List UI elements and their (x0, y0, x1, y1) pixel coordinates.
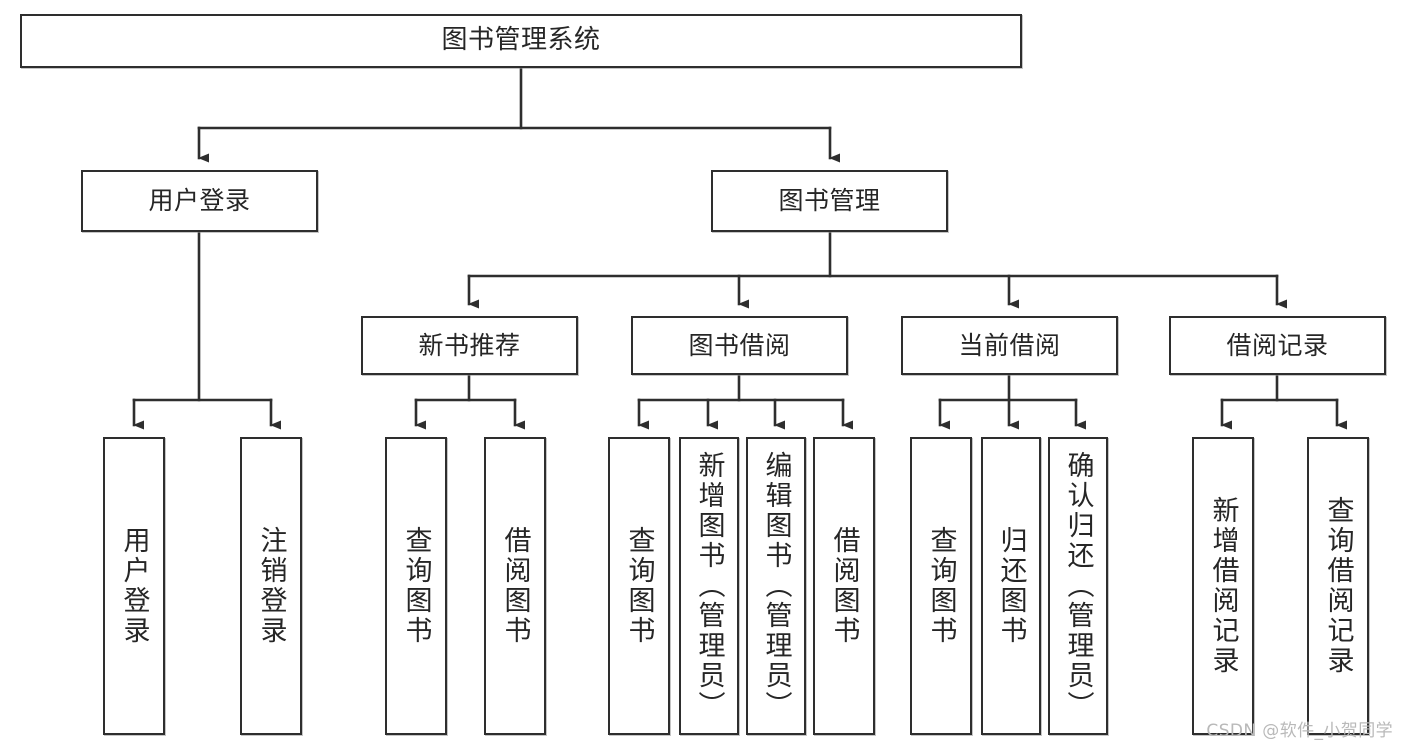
node-current-borrow[interactable]: 当前借阅 (901, 316, 1118, 375)
node-label: 图书管理系统 (441, 25, 601, 56)
node-label: 借阅记录 (1226, 330, 1329, 360)
node-label: 编辑图书（管理员） (760, 451, 792, 721)
node-label: 借阅图书 (499, 526, 531, 646)
leaf-current-borrow-return[interactable]: 归还图书 (981, 437, 1041, 735)
leaf-book-borrow-edit[interactable]: 编辑图书（管理员） (746, 437, 806, 735)
node-root-system[interactable]: 图书管理系统 (20, 14, 1022, 68)
node-label: 查询图书 (623, 526, 655, 646)
node-label: 借阅图书 (828, 526, 860, 646)
node-new-book-recommend[interactable]: 新书推荐 (361, 316, 578, 375)
node-label: 用户登录 (118, 526, 150, 646)
node-label: 当前借阅 (958, 330, 1061, 360)
node-borrow-record[interactable]: 借阅记录 (1169, 316, 1386, 375)
node-user-login[interactable]: 用户登录 (81, 170, 318, 232)
leaf-book-borrow-query[interactable]: 查询图书 (608, 437, 670, 735)
leaf-current-borrow-query[interactable]: 查询图书 (910, 437, 972, 735)
node-label: 新增图书（管理员） (693, 451, 725, 721)
leaf-current-borrow-confirm[interactable]: 确认归还（管理员） (1048, 437, 1108, 735)
csdn-watermark: CSDN @软件_小贺同学 (1206, 721, 1393, 741)
node-label: 注销登录 (255, 526, 287, 646)
leaf-new-book-borrow[interactable]: 借阅图书 (484, 437, 546, 735)
leaf-borrow-record-query[interactable]: 查询借阅记录 (1307, 437, 1369, 735)
node-book-borrow[interactable]: 图书借阅 (631, 316, 848, 375)
node-label: 查询图书 (400, 526, 432, 646)
leaf-borrow-record-add[interactable]: 新增借阅记录 (1192, 437, 1254, 735)
node-label: 图书借阅 (688, 330, 791, 360)
node-label: 归还图书 (995, 526, 1027, 646)
leaf-book-borrow-add[interactable]: 新增图书（管理员） (679, 437, 739, 735)
node-label: 图书管理 (778, 186, 881, 215)
node-label: 确认归还（管理员） (1062, 451, 1094, 721)
node-label: 新增借阅记录 (1207, 496, 1239, 676)
leaf-user-login-signout[interactable]: 注销登录 (240, 437, 302, 735)
node-label: 查询图书 (925, 526, 957, 646)
node-label: 新书推荐 (418, 330, 521, 360)
leaf-book-borrow-lend[interactable]: 借阅图书 (813, 437, 875, 735)
node-label: 查询借阅记录 (1322, 496, 1354, 676)
leaf-user-login-signin[interactable]: 用户登录 (103, 437, 165, 735)
node-book-management[interactable]: 图书管理 (711, 170, 948, 232)
node-label: 用户登录 (148, 186, 251, 215)
leaf-new-book-query[interactable]: 查询图书 (385, 437, 447, 735)
